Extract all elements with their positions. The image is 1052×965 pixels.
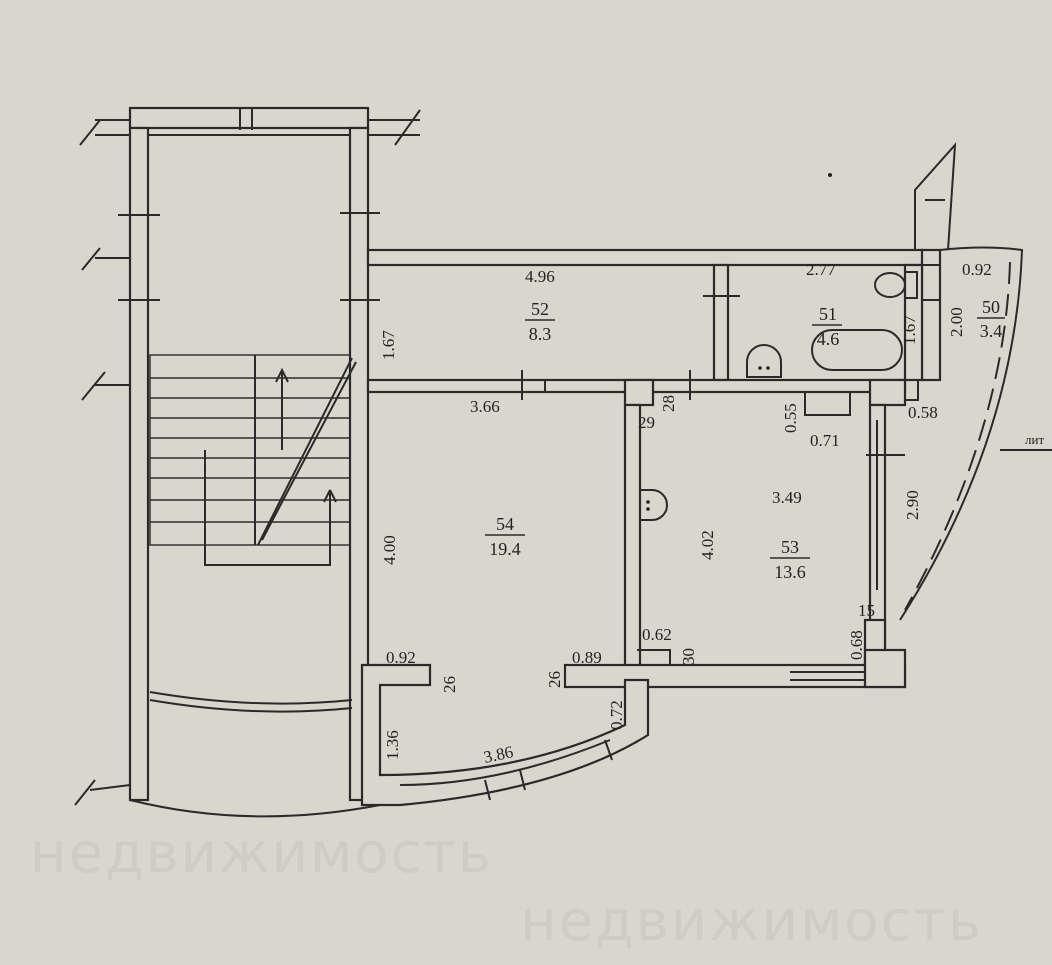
room-54-label: 54 19.4 (485, 514, 525, 559)
svg-text:30: 30 (679, 648, 698, 665)
svg-text:15: 15 (858, 601, 875, 620)
room-50-label: 50 3.4 (977, 297, 1005, 341)
svg-text:1.36: 1.36 (383, 730, 402, 760)
watermark-text: недвижимость (30, 821, 493, 886)
svg-text:4.00: 4.00 (380, 535, 399, 565)
svg-text:52: 52 (531, 299, 549, 319)
svg-text:1.67: 1.67 (900, 315, 919, 345)
svg-text:0.58: 0.58 (908, 403, 938, 422)
svg-text:0.62: 0.62 (642, 625, 672, 644)
dimension-labels: 4.96 1.67 2.77 1.67 0.92 2.00 0.58 3.66 … (379, 260, 992, 767)
svg-text:54: 54 (496, 514, 514, 534)
svg-text:1.67: 1.67 (379, 330, 398, 360)
walls (74, 106, 1052, 818)
room-52-label: 52 8.3 (525, 299, 555, 344)
sink-icon (746, 344, 782, 378)
room-51-label: 51 4.6 (812, 304, 842, 349)
bathtub-icon (811, 329, 903, 371)
svg-text:0.72: 0.72 (607, 700, 626, 730)
svg-text:53: 53 (781, 537, 799, 557)
svg-text:28: 28 (659, 395, 678, 412)
svg-text:2.77: 2.77 (806, 260, 836, 279)
svg-text:0.71: 0.71 (810, 431, 840, 450)
svg-text:4.6: 4.6 (817, 329, 840, 349)
svg-text:3.66: 3.66 (470, 397, 500, 416)
svg-text:0.55: 0.55 (781, 403, 800, 433)
svg-text:51: 51 (819, 304, 837, 324)
watermark-text: недвижимость (520, 889, 983, 954)
svg-text:0.92: 0.92 (386, 648, 416, 667)
svg-text:26: 26 (545, 671, 564, 688)
balcony (899, 246, 1052, 621)
svg-text:0.68: 0.68 (847, 630, 866, 660)
svg-text:26: 26 (440, 676, 459, 693)
staircase (149, 354, 357, 566)
svg-text:19.4: 19.4 (489, 539, 521, 559)
svg-text:4.96: 4.96 (525, 267, 555, 286)
svg-text:0.92: 0.92 (962, 260, 992, 279)
svg-text:50: 50 (982, 297, 1000, 317)
svg-text:29: 29 (638, 413, 655, 432)
ink-dot (828, 173, 832, 177)
svg-text:3.49: 3.49 (772, 488, 802, 507)
callout-label: лит (1025, 432, 1044, 447)
svg-text:4.02: 4.02 (698, 530, 717, 560)
svg-text:3.4: 3.4 (980, 321, 1003, 341)
svg-text:2.90: 2.90 (903, 490, 922, 520)
room-53-label: 53 13.6 (770, 537, 810, 582)
svg-text:8.3: 8.3 (529, 324, 552, 344)
svg-text:13.6: 13.6 (774, 562, 806, 582)
svg-text:0.89: 0.89 (572, 648, 602, 667)
toilet-icon (874, 271, 918, 299)
svg-text:2.00: 2.00 (947, 307, 966, 337)
sink-icon (639, 489, 668, 521)
